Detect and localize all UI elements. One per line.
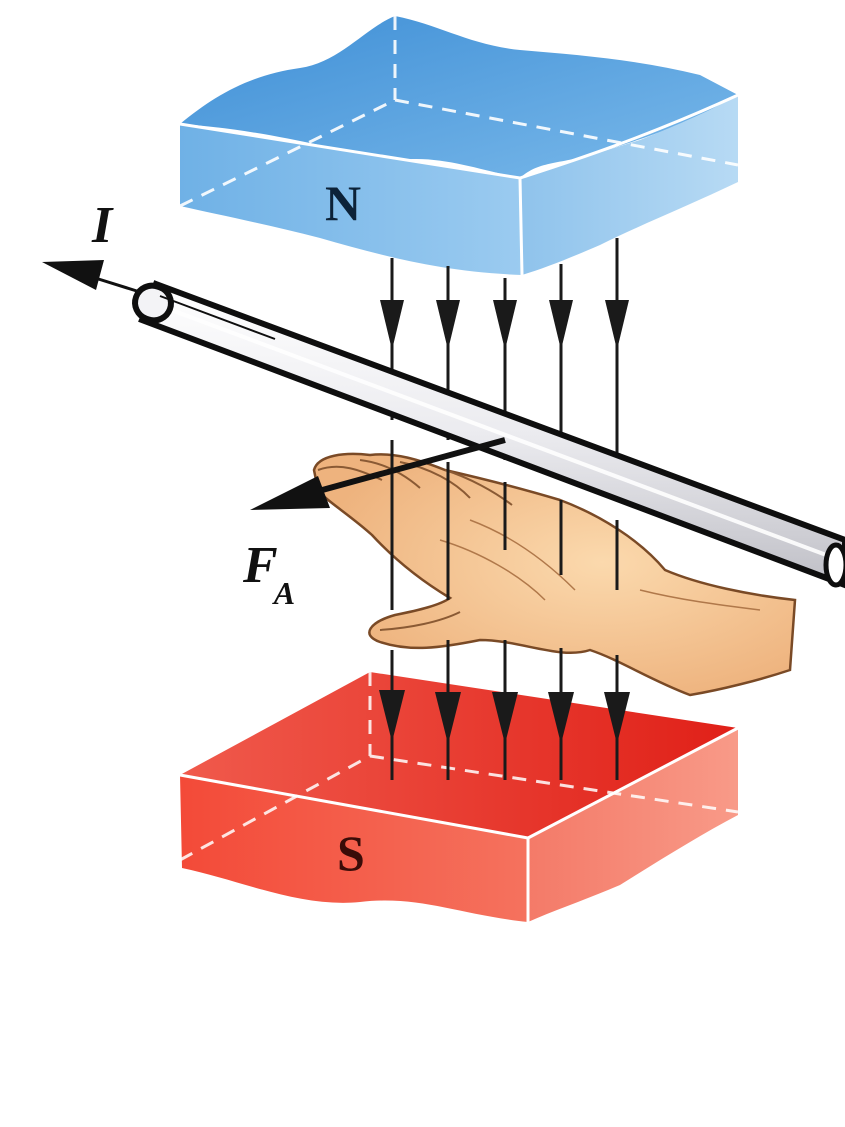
south-magnet: S (179, 672, 739, 922)
field-arrowhead-4-upper (549, 300, 573, 350)
force-label-subscript: A (272, 575, 295, 611)
field-arrowhead-1-lower (379, 690, 405, 742)
north-magnet: N (179, 16, 739, 276)
north-pole-label: N (325, 175, 361, 231)
field-arrowhead-3-lower (492, 692, 518, 744)
force-arrow (250, 437, 506, 510)
open-left-hand-icon (312, 452, 797, 697)
field-arrowhead-1-upper (380, 300, 404, 350)
force-label-main: F (242, 537, 278, 594)
south-magnet-top-face (180, 672, 738, 838)
south-pole-label: S (337, 825, 365, 881)
field-arrowheads-upper (380, 300, 629, 350)
current-arrowhead (42, 260, 104, 290)
field-arrowheads-lower (379, 690, 630, 744)
field-arrowhead-4-lower (548, 692, 574, 744)
south-magnet-side-face (528, 728, 738, 922)
north-magnet-side-face (520, 95, 738, 275)
current-carrying-conductor (132, 280, 845, 589)
force-label: FA (242, 537, 295, 611)
current-direction-arrow (42, 260, 141, 294)
force-arrowhead (250, 476, 330, 510)
field-arrowhead-5-lower (604, 692, 630, 744)
field-arrowhead-3-upper (493, 300, 517, 350)
current-label: I (91, 197, 114, 254)
field-arrowhead-5-upper (605, 300, 629, 350)
north-magnet-front-face (180, 124, 522, 275)
field-arrowhead-2-lower (435, 692, 461, 744)
field-arrowhead-2-upper (436, 300, 460, 350)
